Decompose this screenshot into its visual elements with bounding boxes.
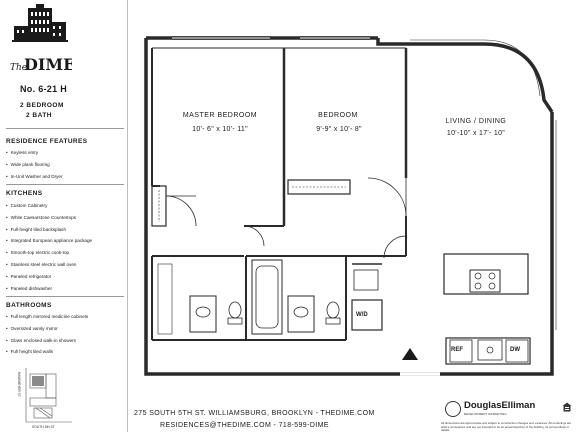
divider (6, 296, 124, 297)
unit-bedrooms: 2 BEDROOM (20, 102, 64, 109)
unit-highlight (32, 376, 44, 386)
living-dining-dims: 10'-10" x 17'- 10" (446, 130, 506, 137)
dishwasher-label: DW (510, 347, 520, 353)
list-item: Paneled refrigerator (6, 271, 92, 283)
master-bedroom-label: MASTER BEDROOM (182, 112, 258, 119)
bedroom-label: BEDROOM (318, 112, 358, 119)
bathrooms-title: BATHROOMS (6, 302, 52, 309)
residence-features-title: RESIDENCE FEATURES (6, 138, 88, 145)
equal-housing-icon (562, 402, 572, 412)
list-item: Paneled dishwasher (6, 283, 92, 295)
master-bedroom-dims: 10'- 6" x 10'- 11" (192, 126, 248, 133)
residence-features-list: Keyless entry Wide plank flooring In-Uni… (6, 147, 63, 182)
living-dining-label: LIVING / DINING (445, 118, 507, 125)
logo-name: DIME (24, 55, 72, 74)
dime-logo: The DIME (10, 4, 72, 74)
list-item: Full height tiled walls (6, 346, 88, 358)
kitchens-title: KITCHENS (6, 190, 43, 197)
logo-prefix: The (10, 63, 27, 73)
list-item: Oversized vanity mirror (6, 323, 88, 335)
unit-number: No. 6-21 H (20, 84, 68, 94)
washer-dryer-label: W/D (356, 312, 368, 318)
footer-disclaimer: All dimensions are approximate and subje… (441, 421, 572, 432)
unit-baths: 2 BATH (26, 112, 52, 119)
kitchens-list: Custom Cabinetry White Caesarstone Count… (6, 200, 92, 294)
list-item: White Caesarstone Countertops (6, 212, 92, 224)
list-item: Wide plank flooring (6, 159, 63, 171)
bedroom-dims: 9'-9" x 10'- 8" (316, 126, 362, 133)
list-item: Glass enclosed walk-in showers (6, 335, 88, 347)
sidebar: The DIME No. 6-21 H 2 BEDROOM 2 BATH RES… (0, 0, 128, 432)
street-vertical: HAVEMEYER ST. (17, 372, 21, 397)
douglas-elliman-logo: DouglasElliman DEVELOPMENT MARKETING (445, 400, 557, 420)
broker-seal-icon (445, 401, 461, 417)
divider (6, 184, 124, 185)
footer-contact: RESIDENCES@THEDIME.COM - 718-599-DIME (160, 422, 329, 429)
list-item: Custom Cabinetry (6, 200, 92, 212)
broker-subtitle: DEVELOPMENT MARKETING (464, 412, 507, 416)
list-item: Keyless entry (6, 147, 63, 159)
refrigerator-label: REF (451, 347, 463, 353)
key-plan: HAVEMEYER ST. SOUTH 5th ST (17, 368, 72, 429)
bathrooms-list: Full length mirrored medicine cabinets O… (6, 311, 89, 358)
list-item: Smooth-top electric cook-top (6, 247, 92, 259)
broker-name: DouglasElliman (464, 400, 536, 411)
list-item: Integrated European appliance package (6, 235, 92, 247)
divider (6, 128, 124, 129)
list-item: Full length mirrored medicine cabinets (6, 311, 89, 323)
street-horizontal: SOUTH 5th ST (32, 425, 55, 429)
list-item: Full-height tiled backsplash (6, 224, 92, 236)
list-item: Stainless steel electric wall oven (6, 259, 92, 271)
entry-arrow-icon (402, 348, 418, 360)
list-item: In-Unit Washer and Dryer (6, 171, 63, 183)
footer-address: 275 SOUTH 5TH ST. WILLIAMSBURG, BROOKLYN… (134, 410, 375, 417)
